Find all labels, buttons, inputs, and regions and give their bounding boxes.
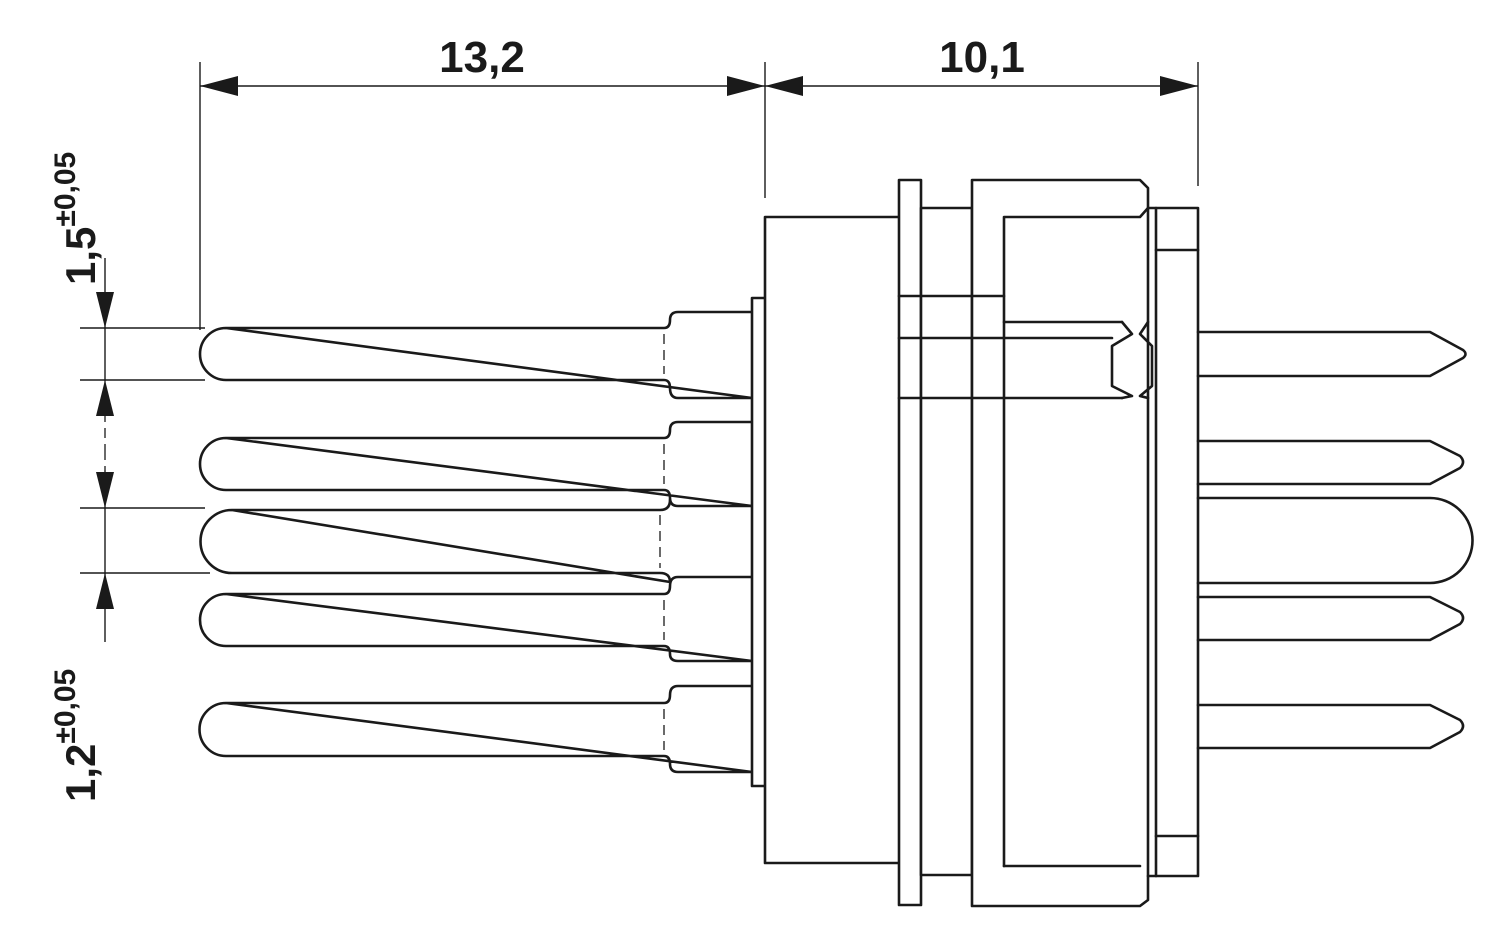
connector-body: [750, 178, 1200, 908]
right-pin-4: [1196, 595, 1465, 642]
dimension-pitch-large: 1,5±0,05: [49, 152, 205, 450]
dimension-pin-length: 13,2: [199, 33, 766, 330]
arrowhead-up: [96, 573, 114, 609]
right-pin-5: [1196, 703, 1465, 750]
key-notch: [1138, 320, 1154, 400]
left-pin-4: [198, 575, 754, 663]
pitch-large-tolerance: ±0,05: [49, 152, 82, 227]
arrowhead-down: [96, 472, 114, 508]
coupling-nut: [970, 178, 1150, 908]
right-pin-3-center: [1196, 496, 1474, 585]
collar: [919, 206, 974, 877]
dimension-body-length: 10,1: [765, 33, 1199, 186]
pitch-small-label: 1,2±0,05: [49, 669, 104, 802]
arrowhead-left: [765, 76, 803, 96]
arrowhead-down: [96, 292, 114, 328]
left-pin-5: [198, 684, 754, 774]
body-length-label: 10,1: [939, 33, 1025, 82]
left-pin-1: [198, 310, 754, 400]
left-pins: [198, 310, 754, 774]
right-pins: [1196, 330, 1474, 750]
pin-length-label: 13,2: [439, 33, 525, 82]
dimension-pitch-small: 1,2±0,05: [49, 450, 210, 802]
arrowhead-left: [200, 76, 238, 96]
pitch-small-tolerance: ±0,05: [49, 669, 82, 744]
pitch-large-base: 1,5: [57, 227, 104, 285]
arrowhead-up: [96, 380, 114, 416]
nut-inner-contour: [1002, 206, 1150, 868]
left-pin-3-center: [199, 498, 672, 584]
pitch-large-label: 1,5±0,05: [49, 152, 104, 285]
right-pin-2: [1196, 439, 1465, 486]
coding-key: [1002, 320, 1154, 400]
right-pin-1: [1196, 330, 1467, 378]
arrowhead-right: [727, 76, 765, 96]
front-sleeve: [1154, 206, 1200, 878]
pitch-small-base: 1,2: [57, 744, 104, 802]
main-housing: [763, 215, 903, 865]
arrowhead-right: [1160, 76, 1198, 96]
flange: [897, 178, 923, 907]
left-pin-2: [198, 420, 754, 508]
key-notch: [1110, 320, 1134, 400]
